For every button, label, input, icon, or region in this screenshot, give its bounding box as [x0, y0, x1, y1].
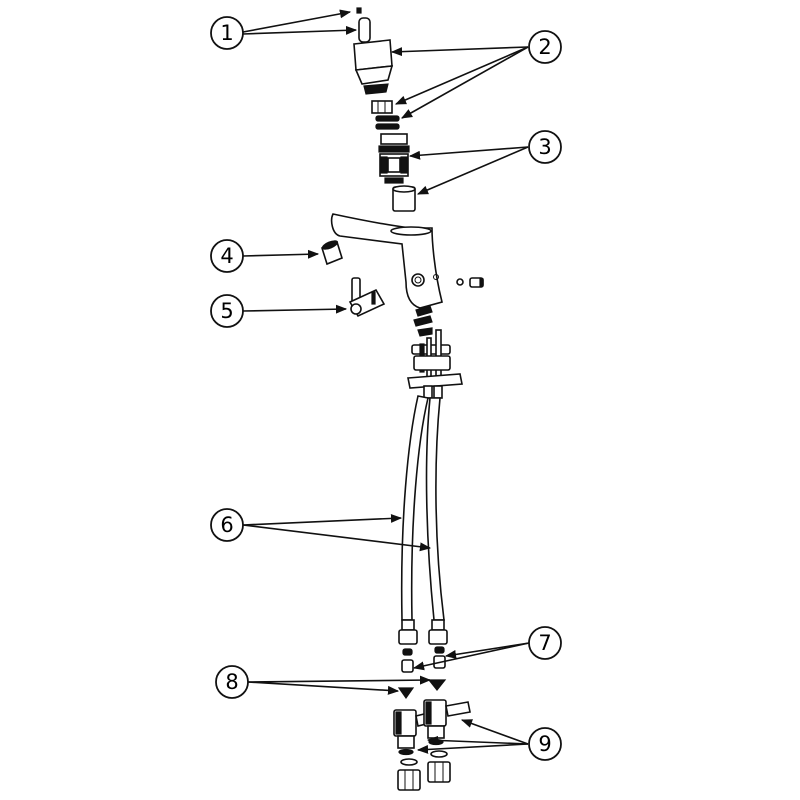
callout-2: 2: [528, 30, 562, 64]
callout-label: 2: [538, 35, 551, 59]
part-4-aerator: [321, 240, 343, 266]
part-1-pin-and-stem: [356, 7, 371, 43]
part-6-hoses: [398, 395, 448, 645]
callout-label: 1: [220, 21, 233, 45]
part-8-filters: [397, 679, 447, 700]
callout-label: 7: [538, 631, 551, 655]
callout-7: 7: [528, 626, 562, 660]
leader-lines: [242, 9, 530, 754]
callout-9: 9: [528, 727, 562, 761]
callout-label: 4: [220, 244, 233, 268]
set-screw: [456, 277, 484, 288]
part-2-cap-and-rings: [353, 39, 400, 130]
callout-label: 8: [225, 670, 238, 694]
callout-label: 3: [538, 135, 551, 159]
callout-label: 9: [538, 732, 551, 756]
callout-6: 6: [210, 508, 244, 542]
part-3-cartridge: [378, 133, 416, 212]
callout-1: 1: [210, 16, 244, 50]
part-9-valves: [393, 699, 471, 791]
callout-label: 5: [220, 299, 233, 323]
faucet-body: [330, 213, 443, 309]
part-5-lever: [348, 277, 386, 318]
mounting-hardware: [407, 305, 463, 399]
callout-5: 5: [210, 294, 244, 328]
callout-8: 8: [215, 665, 249, 699]
callout-3: 3: [528, 130, 562, 164]
part-7-washers: [401, 646, 446, 673]
callout-label: 6: [220, 513, 233, 537]
callout-4: 4: [210, 239, 244, 273]
